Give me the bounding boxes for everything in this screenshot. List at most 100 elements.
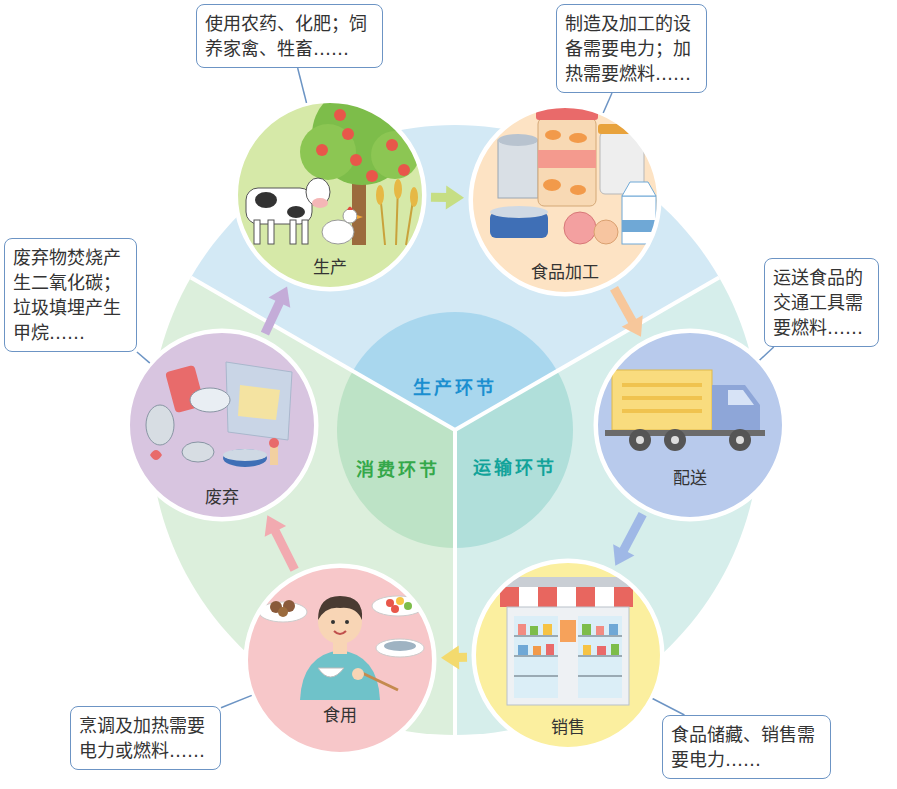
- waste-illustration-part: [223, 449, 267, 467]
- processed-food-illustration-part: [538, 150, 596, 168]
- stage-circle: 销售: [473, 560, 663, 750]
- farm-illustration-part: [300, 124, 356, 180]
- shop-illustration-part: [560, 620, 576, 642]
- eating-illustration-part: [396, 597, 404, 605]
- stage-circle: 废弃: [127, 330, 317, 520]
- callout-pointer: [760, 347, 774, 360]
- farm-illustration-part: [343, 209, 357, 223]
- eating-illustration-part: [318, 596, 362, 620]
- eating-illustration-part: [345, 620, 349, 624]
- phase-label-holder: 运输环节: [473, 453, 557, 479]
- stage-name: 生产: [235, 257, 425, 277]
- shop-illustration-part: [576, 587, 595, 607]
- eating-illustration-part: [331, 620, 335, 624]
- eating-illustration: [259, 596, 424, 700]
- callout-pointer: [603, 93, 612, 113]
- stage-circle-fill-part: [235, 100, 425, 290]
- truck-illustration-part: [612, 370, 712, 430]
- processed-food-illustration-part: [622, 220, 656, 232]
- phase-label: 运输环节: [473, 453, 557, 479]
- note-callout: 运送食品的 交通工具需 要燃料……: [764, 258, 879, 347]
- note-text: 食品储藏、销售需 要电力……: [671, 722, 822, 772]
- phase-label: 消费环节: [356, 455, 440, 481]
- shop-illustration-part-part: [514, 675, 558, 677]
- flow-arrow-shaft: [265, 299, 281, 333]
- farm-illustration-part: [287, 206, 305, 218]
- stage-circle-fill-part: [473, 560, 663, 750]
- note-callout: 制造及加工的设 备需要电力；加 热需要燃料……: [556, 4, 707, 93]
- flow-arrow-shaft: [622, 514, 643, 553]
- farm-illustration-part-part: [386, 139, 398, 151]
- shop-illustration-part: [595, 587, 614, 607]
- processed-food-illustration-part: [538, 118, 596, 206]
- shop-illustration-part: [533, 646, 541, 655]
- circle-outline: [247, 567, 434, 754]
- circle-outline: [595, 330, 785, 520]
- circle-outline: [245, 565, 435, 755]
- farm-illustration-part: [290, 220, 296, 244]
- truck-illustration-part: [728, 390, 754, 405]
- callout-pointer: [221, 695, 252, 707]
- shop-illustration-part: [611, 644, 619, 655]
- processed-food-illustration-part-part: [570, 185, 586, 195]
- shop-illustration-part: [543, 624, 552, 635]
- waste-illustration-part: [238, 385, 280, 420]
- farm-illustration-part-part: [376, 185, 384, 205]
- waste-illustration-part: [226, 362, 292, 440]
- note-callout: 烹调及加热需要 电力或燃料……: [70, 706, 221, 770]
- shop-illustration-part: [557, 587, 576, 607]
- farm-illustration-part-part: [334, 109, 346, 121]
- truck-illustration-part: [712, 385, 760, 432]
- phase-label: 生产环节: [413, 373, 497, 399]
- processed-food-illustration-part-part: [545, 130, 561, 140]
- processed-food-illustration-part: [543, 130, 587, 195]
- waste-illustration-part: [146, 405, 174, 445]
- stage-circle-fill-part: [245, 565, 435, 755]
- processed-food-illustration-part-part: [543, 179, 561, 191]
- phase-label-holder: 生产环节: [413, 373, 497, 399]
- eating-illustration-part: [376, 639, 424, 657]
- eating-illustration-part: [334, 631, 346, 634]
- shop-illustration-part-part: [514, 655, 558, 657]
- stage-circle-fill-part: [595, 330, 785, 520]
- truck-illustration-part: [636, 436, 644, 444]
- shop-illustration: [500, 577, 633, 705]
- waste-illustration: [146, 362, 292, 467]
- farm-illustration-part-part: [316, 144, 328, 156]
- waste-illustration-part: [269, 438, 279, 448]
- phase-label-holder: 消费环节: [356, 455, 440, 481]
- waste-illustration-part: [223, 449, 267, 461]
- shop-illustration-part: [596, 626, 604, 635]
- flow-arrow-shaft: [274, 528, 295, 570]
- callout-pointer: [298, 68, 307, 103]
- note-text: 制造及加工的设 备需要电力；加 热需要燃料……: [565, 11, 698, 86]
- truck-illustration-part: [671, 436, 679, 444]
- processed-food-illustration-part: [498, 134, 538, 146]
- arrowhead: [622, 315, 643, 337]
- farm-illustration-part: [268, 220, 274, 244]
- stage-circle-fill-part: [127, 330, 317, 520]
- shop-illustration-part: [530, 626, 538, 635]
- callout-pointer: [603, 93, 612, 113]
- farm-illustration: [246, 85, 419, 245]
- stage-circle-fill-part: [470, 105, 660, 295]
- shop-illustration-part: [614, 587, 633, 607]
- farm-illustration-part-part: [350, 154, 362, 166]
- flow-arrow-shaft: [614, 288, 634, 324]
- flow-arrow: [614, 288, 643, 336]
- truck-illustration-part-part: [622, 383, 702, 387]
- callout-pointer: [137, 352, 150, 363]
- stage-circle: 生产: [235, 100, 425, 290]
- arrowhead: [613, 544, 634, 566]
- shop-illustration-part: [609, 624, 618, 635]
- processed-food-illustration-part: [564, 212, 596, 244]
- arrowhead: [441, 645, 459, 669]
- farm-illustration-part: [347, 207, 353, 211]
- eating-illustration-part: [384, 641, 416, 651]
- flow-arrow: [265, 515, 295, 569]
- eating-illustration-part: [318, 668, 344, 677]
- farm-illustration-part-part: [366, 170, 378, 182]
- farm-illustration-part-part: [410, 187, 418, 207]
- flow-arrow: [441, 645, 467, 669]
